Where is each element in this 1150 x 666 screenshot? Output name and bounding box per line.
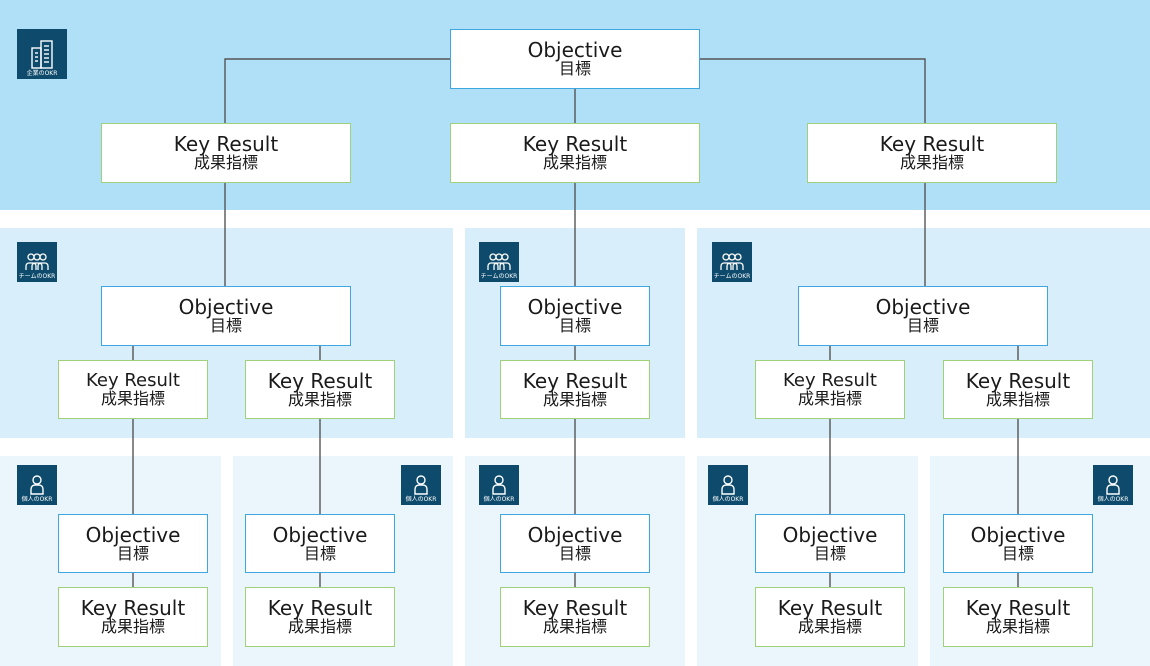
company-key-result-box: Key Result 成果指標 — [101, 123, 351, 183]
key-result-label: Key Result — [783, 369, 877, 391]
person-key-result-box: Key Result 成果指標 — [500, 587, 650, 647]
badge-label: チームのOKR — [18, 273, 56, 280]
key-result-label: Key Result — [522, 368, 628, 393]
objective-label: Objective — [178, 295, 274, 320]
objective-label: Objective — [527, 295, 623, 320]
objective-label: Objective — [970, 522, 1066, 547]
person-okr-badge: 個人のOKR — [708, 465, 748, 505]
key-result-label: Key Result — [522, 596, 628, 621]
objective-label-jp: 目標 — [558, 59, 591, 79]
team-okr-badge: チームのOKR — [712, 242, 752, 282]
team-okr-badge: チームのOKR — [17, 242, 57, 282]
person-okr-badge: 個人のOKR — [1093, 465, 1133, 505]
objective-label-jp: 目標 — [1001, 543, 1034, 563]
team-key-result-box: Key Result 成果指標 — [245, 360, 395, 419]
objective-label-jp: 目標 — [116, 543, 149, 563]
key-result-label: Key Result — [86, 369, 180, 391]
team-icon — [720, 253, 744, 270]
objective-label-jp: 目標 — [813, 543, 846, 563]
objective-label: Objective — [527, 522, 623, 547]
team-key-result-box: Key Result 成果指標 — [500, 360, 650, 419]
objective-label-jp: 目標 — [209, 316, 242, 336]
objective-label: Objective — [875, 295, 971, 320]
objective-label: Objective — [527, 38, 623, 63]
objective-label-jp: 目標 — [558, 543, 591, 563]
team-key-result-box: Key Result 成果指標 — [755, 360, 905, 419]
key-result-label-jp: 成果指標 — [797, 388, 862, 408]
key-result-label: Key Result — [267, 596, 373, 621]
badge-label: チームのOKR — [713, 273, 751, 280]
person-icon — [492, 475, 506, 495]
badge-label: 個人のOKR — [21, 496, 53, 503]
person-icon — [721, 475, 735, 495]
company-okr-badge: 企業のOKR — [17, 29, 67, 79]
objective-label: Objective — [782, 522, 878, 547]
badge-label: 個人のOKR — [483, 496, 515, 503]
key-result-label-jp: 成果指標 — [542, 617, 607, 637]
key-result-label-jp: 成果指標 — [193, 153, 258, 173]
key-result-label-jp: 成果指標 — [985, 617, 1050, 637]
connector-line — [224, 58, 450, 123]
key-result-label: Key Result — [777, 596, 883, 621]
key-result-label-jp: 成果指標 — [287, 389, 352, 409]
badge-label: チームのOKR — [480, 273, 518, 280]
company-key-result-box: Key Result 成果指標 — [807, 123, 1057, 183]
objective-label-jp: 目標 — [558, 316, 591, 336]
person-key-result-box: Key Result 成果指標 — [245, 587, 395, 647]
person-okr-badge: 個人のOKR — [17, 465, 57, 505]
key-result-label-jp: 成果指標 — [797, 617, 862, 637]
company-key-result-box: Key Result 成果指標 — [450, 123, 700, 183]
company-objective-box: Objective 目標 — [450, 29, 700, 89]
team-key-result-box: Key Result 成果指標 — [943, 360, 1093, 419]
key-result-label-jp: 成果指標 — [542, 389, 607, 409]
objective-label: Objective — [272, 522, 368, 547]
key-result-label-jp: 成果指標 — [985, 389, 1050, 409]
team-okr-badge: チームのOKR — [479, 242, 519, 282]
person-objective-box: Objective 目標 — [755, 514, 905, 573]
person-objective-box: Objective 目標 — [245, 514, 395, 573]
key-result-label-jp: 成果指標 — [899, 153, 964, 173]
person-okr-badge: 個人のOKR — [401, 465, 441, 505]
team-key-result-box: Key Result 成果指標 — [58, 360, 208, 419]
team-objective-box: Objective 目標 — [101, 286, 351, 346]
team-icon — [25, 253, 49, 270]
key-result-label-jp: 成果指標 — [542, 153, 607, 173]
key-result-label-jp: 成果指標 — [100, 617, 165, 637]
key-result-label: Key Result — [80, 596, 186, 621]
person-okr-badge: 個人のOKR — [479, 465, 519, 505]
key-result-label: Key Result — [965, 368, 1071, 393]
person-icon — [1106, 475, 1120, 495]
person-objective-box: Objective 目標 — [500, 514, 650, 573]
key-result-label-jp: 成果指標 — [100, 388, 165, 408]
person-objective-box: Objective 目標 — [943, 514, 1093, 573]
person-key-result-box: Key Result 成果指標 — [755, 587, 905, 647]
badge-label: 企業のOKR — [26, 70, 58, 77]
badge-label: 個人のOKR — [405, 496, 437, 503]
building-icon — [31, 40, 53, 69]
key-result-label: Key Result — [965, 596, 1071, 621]
person-icon — [30, 475, 44, 495]
person-icon — [414, 475, 428, 495]
key-result-label: Key Result — [522, 132, 628, 157]
person-objective-box: Objective 目標 — [58, 514, 208, 573]
person-key-result-box: Key Result 成果指標 — [943, 587, 1093, 647]
connector-line — [700, 58, 926, 123]
objective-label-jp: 目標 — [906, 316, 939, 336]
objective-label: Objective — [85, 522, 181, 547]
team-objective-box: Objective 目標 — [798, 286, 1048, 346]
person-key-result-box: Key Result 成果指標 — [58, 587, 208, 647]
key-result-label-jp: 成果指標 — [287, 617, 352, 637]
badge-label: 個人のOKR — [712, 496, 744, 503]
key-result-label: Key Result — [879, 132, 985, 157]
key-result-label: Key Result — [173, 132, 279, 157]
team-icon — [487, 253, 511, 270]
badge-label: 個人のOKR — [1097, 496, 1129, 503]
key-result-label: Key Result — [267, 368, 373, 393]
objective-label-jp: 目標 — [303, 543, 336, 563]
team-objective-box: Objective 目標 — [500, 286, 650, 346]
